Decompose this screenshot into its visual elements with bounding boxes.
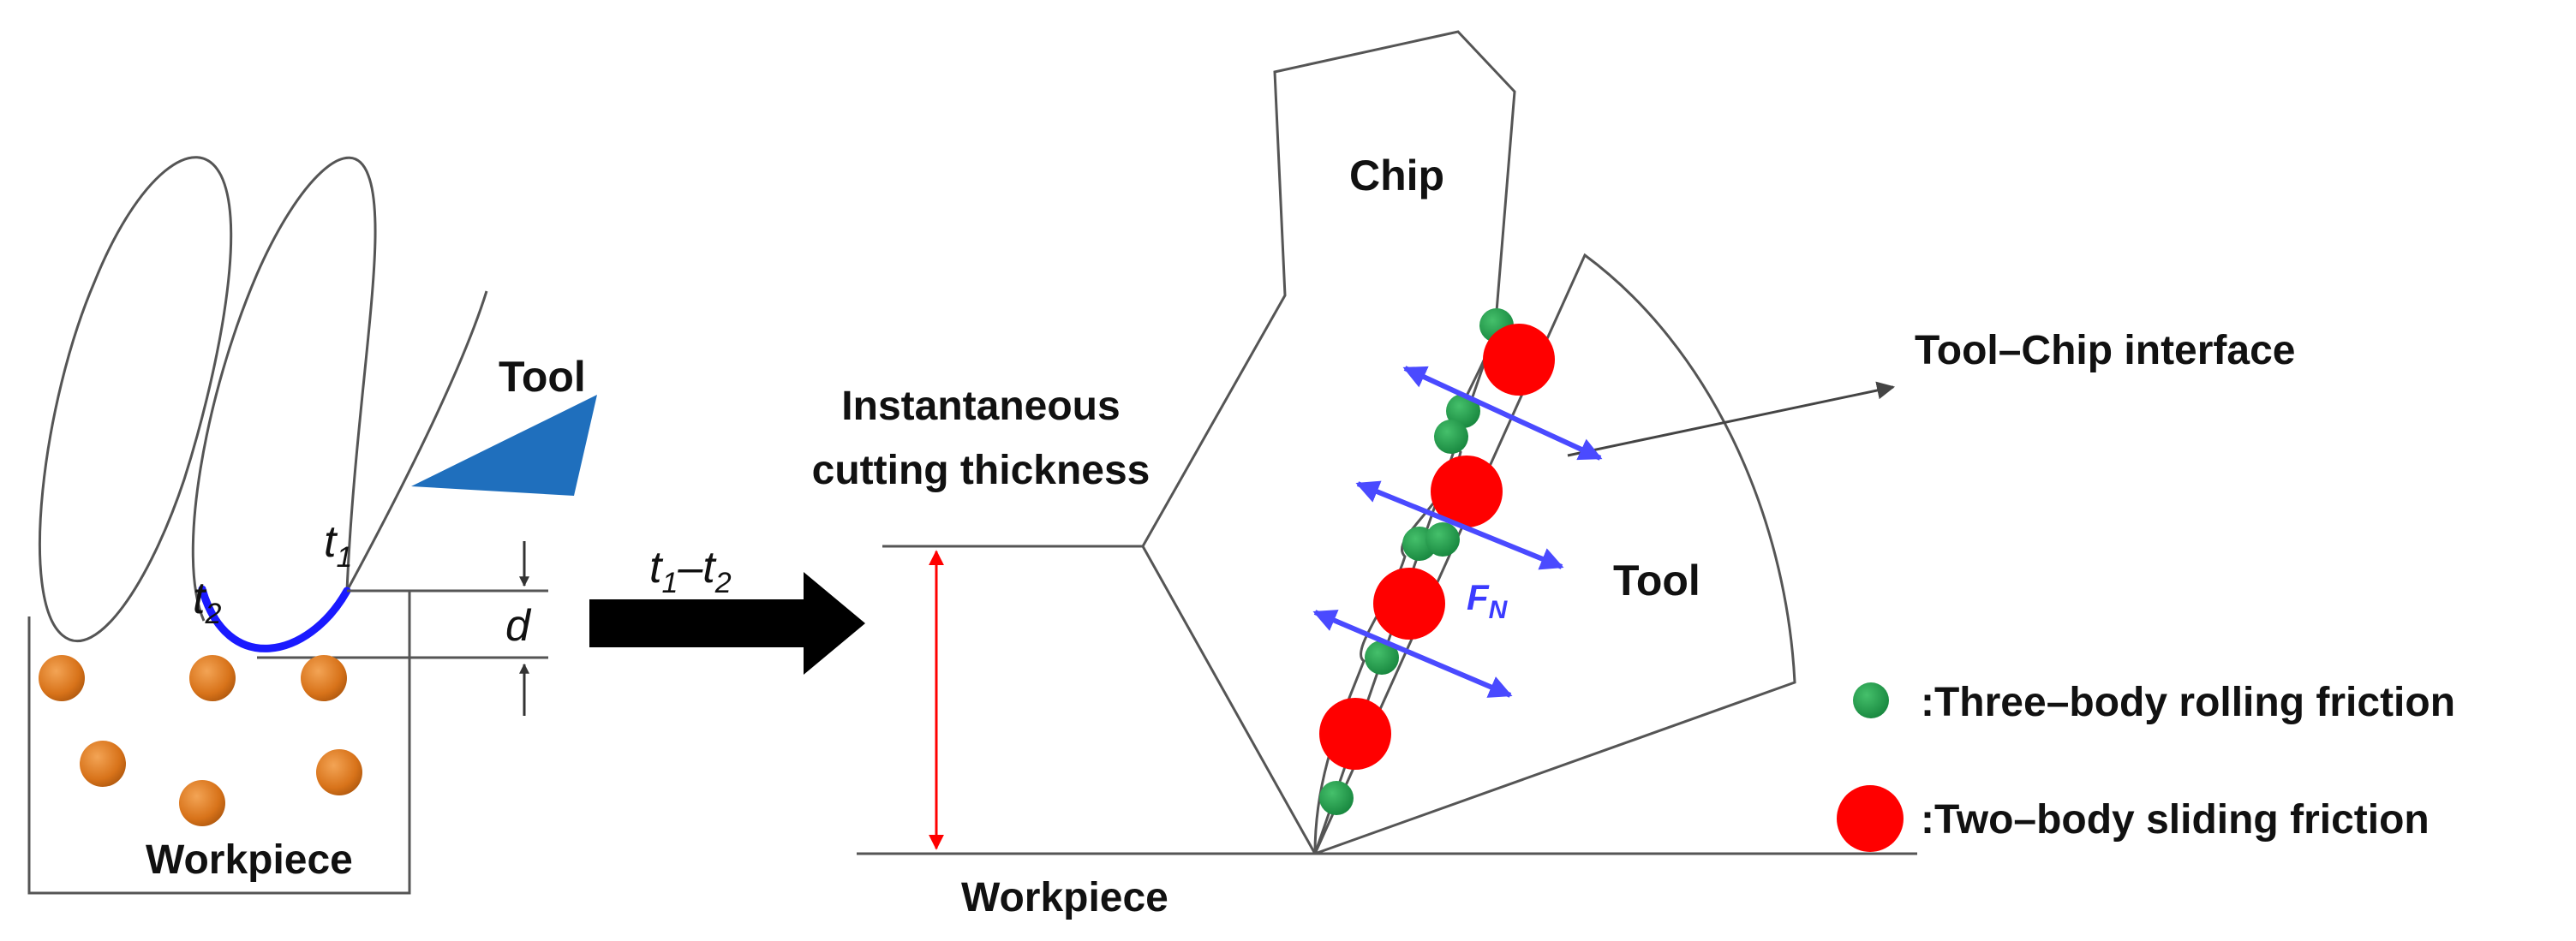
left-workpiece-label: Workpiece bbox=[146, 837, 353, 883]
cutting-thickness-label-2: cutting thickness bbox=[812, 448, 1151, 493]
rolling-particle-7 bbox=[1319, 781, 1354, 815]
tool-outline bbox=[1313, 253, 1796, 855]
left-tool-label: Tool bbox=[499, 353, 586, 401]
workpiece-particle-4 bbox=[80, 741, 126, 787]
chip-label: Chip bbox=[1349, 152, 1444, 200]
cut-path-t2-t1 bbox=[198, 585, 351, 652]
workpiece-particles bbox=[39, 655, 362, 826]
transition: t1–t2 bbox=[589, 543, 865, 675]
force-arrow-3 bbox=[1312, 610, 1513, 698]
rolling-particle-3 bbox=[1434, 420, 1468, 454]
normal-force-arrows bbox=[1312, 366, 1603, 698]
depth-dimension bbox=[257, 541, 548, 716]
cutter-loop-1 bbox=[38, 156, 233, 642]
right-tool-label: Tool bbox=[1613, 557, 1700, 605]
sliding-particle-4 bbox=[1319, 698, 1391, 770]
transition-arrow bbox=[589, 572, 865, 675]
cutter-loop-2 bbox=[191, 156, 377, 622]
legend-red-dot bbox=[1837, 785, 1904, 852]
sliding-particle-1 bbox=[1483, 324, 1555, 396]
workpiece-particle-1 bbox=[39, 655, 85, 701]
t2-label: t2 bbox=[193, 574, 221, 630]
cutter-flank-curve bbox=[345, 290, 488, 592]
force-fn-label: FN bbox=[1467, 577, 1509, 624]
legend-green-dot bbox=[1853, 682, 1889, 718]
workpiece-particle-6 bbox=[316, 749, 362, 795]
transition-label: t1–t2 bbox=[649, 543, 732, 599]
sliding-particle-3 bbox=[1373, 568, 1445, 640]
right-panel: Chip Tool Workpiece Instantaneous cuttin… bbox=[812, 30, 2296, 920]
left-panel: Tool Workpiece t1 t2 d bbox=[27, 156, 597, 895]
force-arrow-1 bbox=[1402, 366, 1603, 461]
legend-sliding-label: :Two–body sliding friction bbox=[1921, 797, 2430, 843]
right-workpiece-label: Workpiece bbox=[961, 875, 1168, 920]
interface-leader bbox=[1567, 381, 1896, 457]
t1-label: t1 bbox=[324, 517, 352, 574]
rolling-particle-5 bbox=[1425, 522, 1460, 557]
legend-rolling-label: :Three–body rolling friction bbox=[1921, 680, 2455, 725]
legend: :Three–body rolling friction :Two–body s… bbox=[1837, 680, 2455, 852]
depth-d-label: d bbox=[505, 601, 532, 651]
workpiece-particle-5 bbox=[179, 780, 225, 826]
force-arrow-2 bbox=[1355, 480, 1564, 570]
shear-plane bbox=[1141, 545, 1317, 855]
tool-insert bbox=[411, 395, 597, 496]
tool-chip-interface-label: Tool–Chip interface bbox=[1915, 328, 2296, 373]
cutting-thickness-label-1: Instantaneous bbox=[841, 384, 1120, 429]
workpiece-particle-2 bbox=[189, 655, 236, 701]
workpiece-particle-3 bbox=[301, 655, 347, 701]
